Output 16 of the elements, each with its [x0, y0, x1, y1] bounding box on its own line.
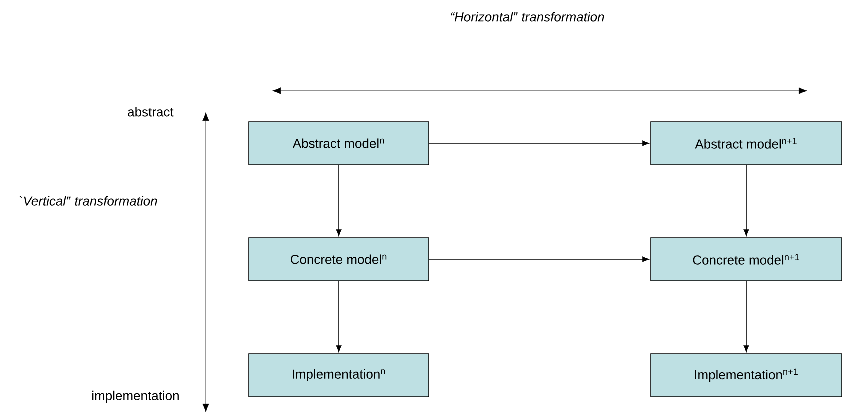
arrow: [336, 164, 342, 236]
model-box: Abstract model$^{n}$: [248, 122, 430, 166]
arrow: [744, 280, 750, 352]
arrow: [429, 256, 650, 262]
arrow: [744, 164, 750, 236]
axis-label: abstract: [128, 107, 174, 117]
axis-label: “Horizontal” transformation: [451, 12, 604, 22]
axis-label: implementation: [92, 390, 179, 404]
model-box: Concrete model$^{n}$: [248, 238, 430, 282]
model-box: Implementation$^{n}$: [248, 354, 430, 398]
axis-label: `Vertical” transformation: [20, 196, 158, 206]
model-box: Concrete model$^{n+1}$: [650, 238, 842, 282]
model-box: Abstract model$^{n+1}$: [650, 122, 842, 166]
model-box: Implementation$^{n+1}$: [650, 354, 842, 398]
arrow: [429, 140, 650, 146]
arrow: [336, 280, 342, 352]
